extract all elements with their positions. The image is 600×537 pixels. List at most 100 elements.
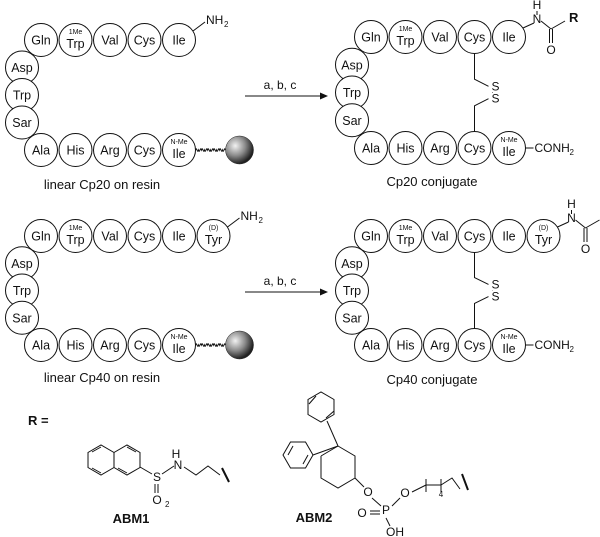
c-terminus-subscript: 2 xyxy=(570,345,575,354)
reaction-arrow-1-conditions: a, b, c xyxy=(264,78,297,92)
aromatic-bond-2 xyxy=(91,467,102,474)
resin-bead xyxy=(225,135,254,165)
residue-modifier-label: N-Me xyxy=(170,139,187,146)
bottom-residue-his: His xyxy=(58,133,93,167)
reaction-arrow-1-head xyxy=(320,92,328,100)
residue-circle xyxy=(423,219,457,253)
amide-c-r-bond xyxy=(585,219,600,229)
amide-r-group: R xyxy=(569,10,579,25)
product-caption-cp20: Cp20 conjugate xyxy=(386,174,477,189)
bottom-residue-cys: Cys xyxy=(127,133,162,167)
aromatic-bond-4 xyxy=(117,467,128,474)
residue-circle xyxy=(388,20,423,54)
residue-label: Arg xyxy=(100,144,120,158)
side-residue-trp: Trp xyxy=(5,78,39,112)
residue-circle xyxy=(423,20,457,54)
abm2-oh: OH xyxy=(386,525,404,537)
residue-modifier-label: (D) xyxy=(539,225,549,232)
top-residue-val: Val xyxy=(423,219,457,253)
resin-bead xyxy=(225,330,254,360)
residue-label: Gln xyxy=(361,31,381,45)
amide-n-c-bond xyxy=(540,20,552,30)
residue-label: Ile xyxy=(172,342,185,356)
residue-label: Sar xyxy=(12,311,31,325)
residue-label: Cys xyxy=(134,144,156,158)
residue-label: Cys xyxy=(134,34,156,48)
top-residue-ile: Ile xyxy=(492,20,526,54)
c-terminus-text: CONH xyxy=(535,141,570,155)
start-material-caption-cp40: linear Cp40 on resin xyxy=(44,370,160,385)
residue-label: Ile xyxy=(172,230,185,244)
residue-circle xyxy=(354,219,388,253)
amide-n: N xyxy=(567,211,576,225)
n-terminus-bond xyxy=(192,21,206,32)
residue-label: Ala xyxy=(362,142,380,156)
residue-modifier-label: 1Me xyxy=(69,29,83,36)
residue-label: Trp xyxy=(66,37,84,51)
residue-label: Cys xyxy=(134,230,156,244)
amide-bond-to-n xyxy=(522,22,535,29)
residue-label: Sar xyxy=(342,311,361,325)
alkyl-chain-start xyxy=(411,484,427,493)
residue-label: Cys xyxy=(464,339,486,353)
residue-circle xyxy=(93,219,127,253)
residue-label: Arg xyxy=(430,339,450,353)
cyclohexane-closing-bond xyxy=(320,445,339,457)
ring-s-bond xyxy=(139,466,153,475)
top-residue-cys: Cys xyxy=(457,20,492,54)
residue-circle xyxy=(354,20,388,54)
phenyl-left-aromatic-1 xyxy=(287,445,294,456)
top-residue-val: Val xyxy=(93,219,127,253)
residue-modifier-label: N-Me xyxy=(500,137,517,144)
attachment-point xyxy=(461,473,469,491)
residue-label: Asp xyxy=(11,257,33,271)
residue-label: Trp xyxy=(343,284,361,298)
bottom-residue-arg: Arg xyxy=(93,328,127,362)
phenyl-top-aromatic-1 xyxy=(308,395,317,405)
residue-label: Ala xyxy=(362,339,380,353)
p-o2-bond xyxy=(391,497,401,507)
residue-label: Trp xyxy=(13,89,31,103)
abm1-label: ABM1 xyxy=(113,511,150,526)
top-residue-gln: Gln xyxy=(354,219,388,253)
residue-label: Arg xyxy=(430,142,450,156)
abm2-phosphoryl-o: O xyxy=(357,506,366,520)
residue-circle xyxy=(5,300,39,335)
residue-circle xyxy=(388,219,423,253)
residue-label: Val xyxy=(431,31,448,45)
bottom-residue-his: His xyxy=(388,131,423,165)
residue-modifier-label: 1Me xyxy=(399,225,413,232)
residue-label: Trp xyxy=(66,233,84,247)
side-residue-asp: Asp xyxy=(335,246,369,281)
residue-modifier-label: 1Me xyxy=(399,26,413,33)
c-terminus-subscript: 2 xyxy=(570,148,575,157)
residue-circle xyxy=(58,328,93,362)
aromatic-bond-3 xyxy=(126,446,137,453)
o-p-bond xyxy=(371,497,382,507)
residue-circle xyxy=(24,23,58,57)
residue-circle xyxy=(24,328,58,362)
n-terminus-subscript: 2 xyxy=(224,20,229,29)
residue-circle xyxy=(93,328,127,362)
residue-label: Asp xyxy=(341,58,363,72)
bottom-residue-cys: Cys xyxy=(457,328,492,362)
abm2-ester-o1: O xyxy=(363,485,372,499)
residue-circle xyxy=(58,23,93,57)
sulfur-atom-1: S xyxy=(491,79,499,93)
phenyl-ring-left xyxy=(282,441,314,469)
residue-circle xyxy=(24,133,58,167)
abm1-s-atom: S xyxy=(153,470,161,484)
abm1-o-atom: O xyxy=(152,493,161,507)
residue-label: Val xyxy=(101,230,118,244)
abm2-label: ABM2 xyxy=(296,510,333,525)
abm2-ester-o2: O xyxy=(400,486,409,500)
product-caption-cp40: Cp40 conjugate xyxy=(386,372,477,387)
residue-circle xyxy=(196,219,231,253)
amide-n: N xyxy=(533,12,542,26)
bottom-residue-arg: Arg xyxy=(423,328,457,362)
top-residue-ile: Ile xyxy=(492,219,526,253)
